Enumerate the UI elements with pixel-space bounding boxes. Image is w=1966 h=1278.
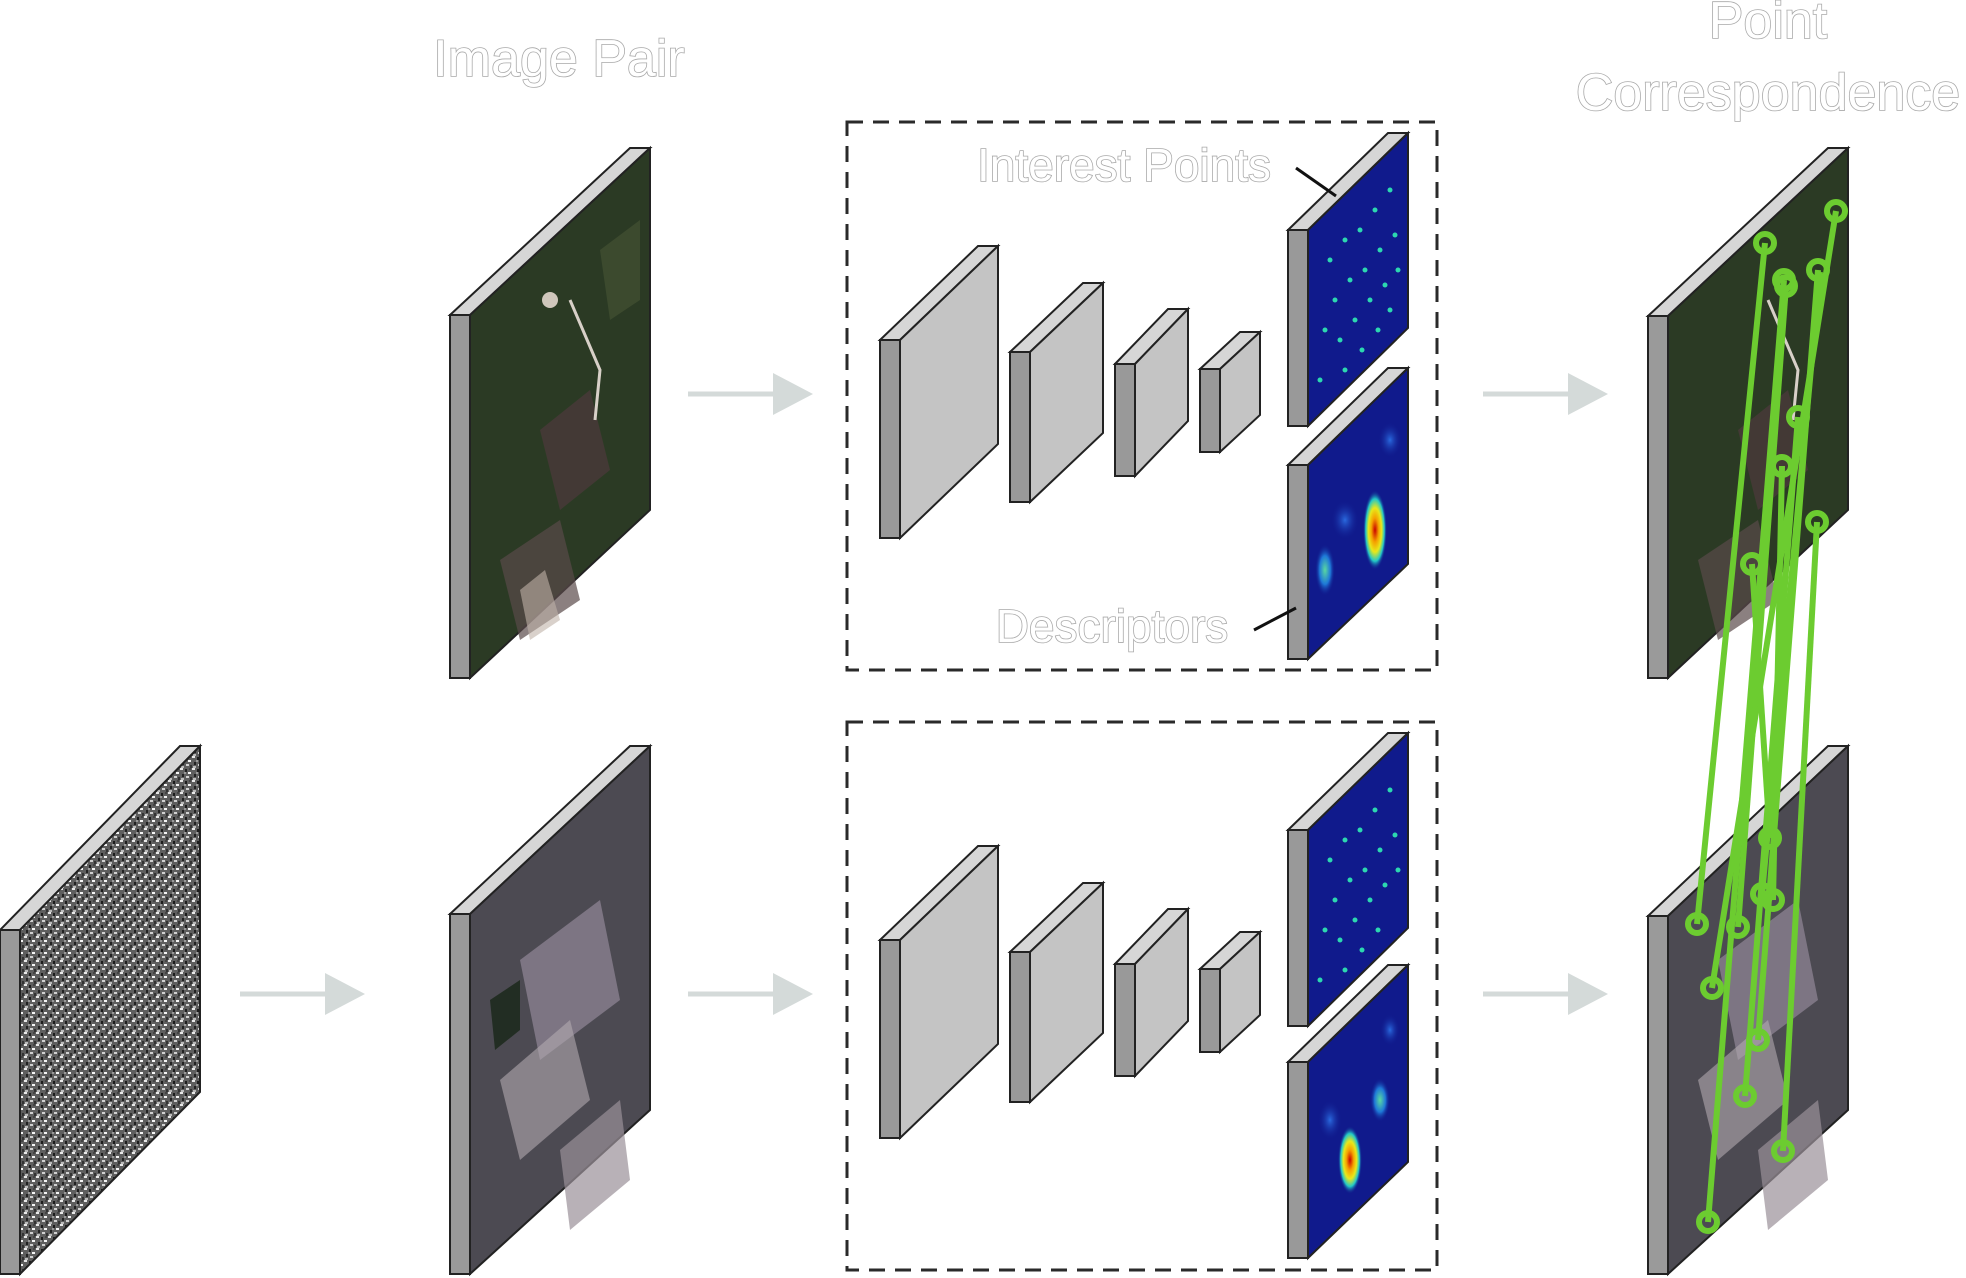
descriptors-heatmap-top — [1285, 365, 1411, 662]
network-box-bottom — [845, 720, 1439, 1272]
image-pair-label: Image Pair — [433, 30, 684, 88]
descriptors-leader — [1253, 606, 1297, 632]
interest-points-leader — [1295, 166, 1337, 198]
noise-image-layer — [0, 743, 203, 1277]
interest-points-label: Interest Points — [977, 139, 1271, 191]
descriptors-label: Descriptors — [996, 600, 1229, 652]
arrow-network-to-output-bottom — [1483, 973, 1608, 1015]
point-correspondence-label-line1: Point — [1709, 0, 1828, 50]
arrow-network-to-output-top — [1483, 373, 1608, 415]
encoder-layers-top — [877, 243, 1263, 541]
arrow-image-to-network-top — [688, 373, 813, 415]
arrow-image-to-network-bottom — [688, 973, 813, 1015]
interest-points-heatmap-top — [1285, 130, 1411, 429]
satellite-image-top — [447, 145, 653, 681]
encoder-layers-bottom — [877, 843, 1263, 1141]
arrow-noise-to-image — [240, 973, 365, 1015]
point-correspondence-label-line2: Correspondence — [1576, 64, 1960, 122]
satellite-image-bottom — [447, 743, 653, 1277]
descriptors-heatmap-bottom — [1285, 962, 1411, 1261]
correspondence-matches — [1685, 199, 1848, 1234]
interest-points-heatmap-bottom — [1285, 730, 1411, 1029]
network-box-top — [845, 120, 1439, 672]
